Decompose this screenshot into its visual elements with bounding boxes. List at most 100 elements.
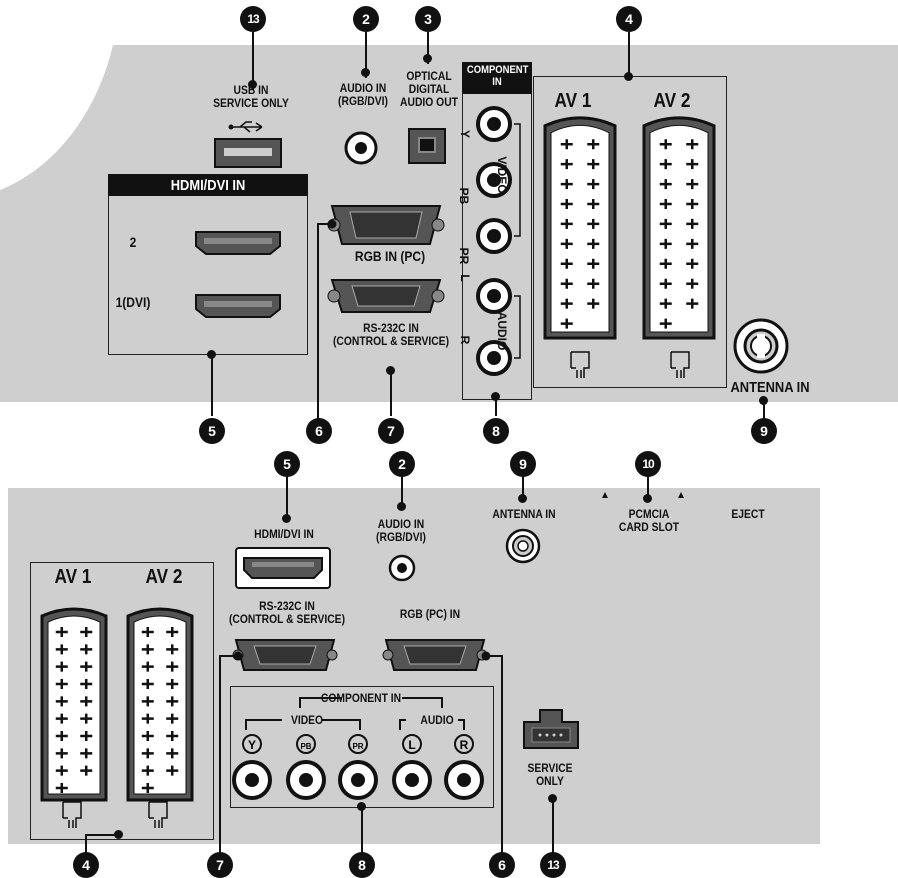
callout-7-top: 7: [378, 418, 404, 444]
antenna-label: ANTENNA IN: [730, 379, 810, 396]
scart-pin: [55, 661, 68, 672]
scart-pin: [141, 627, 154, 637]
jack-letter-ring: [348, 734, 368, 754]
scart-pin: [166, 765, 179, 776]
component-jacks[interactable]: [462, 96, 532, 396]
bottom-av1-scart[interactable]: [38, 604, 110, 804]
scart-pin: [166, 731, 179, 741]
service-label: SERVICE ONLY: [527, 761, 573, 788]
leader-6: [317, 219, 337, 424]
callout-9-bottom: 9: [510, 451, 536, 477]
leader-8-dot: [491, 392, 500, 401]
scart-pin: [55, 713, 68, 724]
scart-pin: [80, 627, 93, 637]
callout-2-top: 2: [353, 6, 379, 32]
scart-pin: [587, 258, 600, 269]
scart-pin: [80, 713, 93, 724]
component-jack-center: [405, 773, 419, 787]
antenna-jack[interactable]: [733, 318, 789, 374]
scart-pin: [560, 179, 573, 190]
scart-pin: [587, 278, 600, 289]
callout-10-bottom: 10: [635, 451, 661, 477]
hdmi-port-1[interactable]: [194, 293, 284, 321]
leader-b2-dot: [397, 502, 406, 511]
scart-pin: [659, 318, 672, 329]
scart-pin: [141, 713, 154, 724]
component-l-label: L: [458, 274, 472, 282]
leader-5: [211, 354, 213, 416]
scart-pin: [560, 278, 573, 289]
scart-pin: [686, 258, 699, 269]
scart-pin: [560, 218, 573, 229]
service-port[interactable]: [516, 704, 586, 754]
scart-pin: [587, 139, 600, 150]
scart-pin: [686, 278, 699, 289]
usb-port[interactable]: [214, 138, 282, 168]
leader-b4: [85, 834, 121, 836]
scart-pin: [80, 731, 93, 741]
callout-2-bottom: 2: [389, 451, 415, 477]
scart-pin: [141, 679, 154, 689]
optical-port[interactable]: [408, 128, 448, 164]
scart-pin: [560, 159, 573, 170]
bottom-hdmi-port[interactable]: [234, 546, 332, 590]
scart-pin: [80, 644, 93, 655]
bottom-audio-in-label: AUDIO IN (RGB/DVI): [376, 517, 426, 544]
leader-8: [495, 396, 497, 416]
component-jack-center: [457, 773, 471, 787]
leader-9: [763, 400, 765, 418]
av2-scart-icon: [670, 351, 690, 378]
eject-label[interactable]: EJECT: [731, 507, 765, 521]
leader-b13: [552, 798, 554, 854]
scart-pin: [166, 661, 179, 672]
scart-pin: [141, 748, 154, 759]
bottom-av1-scart-icon: [62, 801, 82, 828]
scart-pin: [587, 159, 600, 170]
hdmi-header-label: HDMI/DVI IN: [170, 177, 246, 194]
bottom-rs232-label: RS-232C IN (CONTROL & SERVICE): [228, 599, 346, 626]
scart-pin: [686, 238, 699, 249]
callout-8-top: 8: [483, 418, 509, 444]
scart-pin: [659, 159, 672, 170]
av1-scart[interactable]: [541, 112, 619, 342]
scart-pin: [659, 258, 672, 269]
leader-b6: [481, 651, 503, 856]
component-jack-center: [245, 773, 259, 787]
scart-pin: [166, 679, 179, 689]
jack-letter: PB: [300, 742, 311, 751]
rgb-port[interactable]: [326, 202, 446, 248]
component-jack-center: [351, 773, 365, 787]
bottom-antenna-jack[interactable]: [505, 528, 541, 564]
callout-13-top: 13: [240, 6, 266, 32]
av2-scart[interactable]: [640, 112, 718, 342]
bottom-av2-scart[interactable]: [124, 604, 196, 804]
component-pr-label: PR: [457, 247, 471, 265]
audio-in-jack[interactable]: [344, 131, 378, 165]
scart-pin: [560, 318, 573, 329]
scart-pin: [659, 199, 672, 209]
scart-pin: [166, 748, 179, 759]
callout-13-bottom: 13: [540, 852, 566, 878]
leader-b10-dot: [643, 494, 652, 503]
leader-4: [628, 32, 630, 78]
scart-pin: [166, 644, 179, 655]
jack-letter-ring: [242, 734, 262, 754]
hdmi-port-2[interactable]: [194, 230, 284, 258]
jack-letter: L: [408, 738, 415, 752]
bottom-audio-in-jack[interactable]: [388, 554, 416, 582]
component-jack-center: [299, 773, 313, 787]
leader-b8: [361, 806, 363, 856]
callout-5-bottom: 5: [274, 451, 300, 477]
scart-pin: [141, 644, 154, 655]
scart-pin: [659, 278, 672, 289]
leader-b5-dot: [282, 514, 291, 523]
component-video-label: VIDEO: [495, 156, 509, 194]
rs232-port[interactable]: [326, 276, 446, 316]
jack-letter: R: [460, 738, 469, 752]
usb-icon: [228, 121, 263, 133]
component-audio-label: AUDIO: [495, 311, 509, 351]
bottom-rgb-port[interactable]: [380, 636, 490, 674]
scart-pin: [166, 713, 179, 724]
scart-pin: [141, 783, 154, 793]
